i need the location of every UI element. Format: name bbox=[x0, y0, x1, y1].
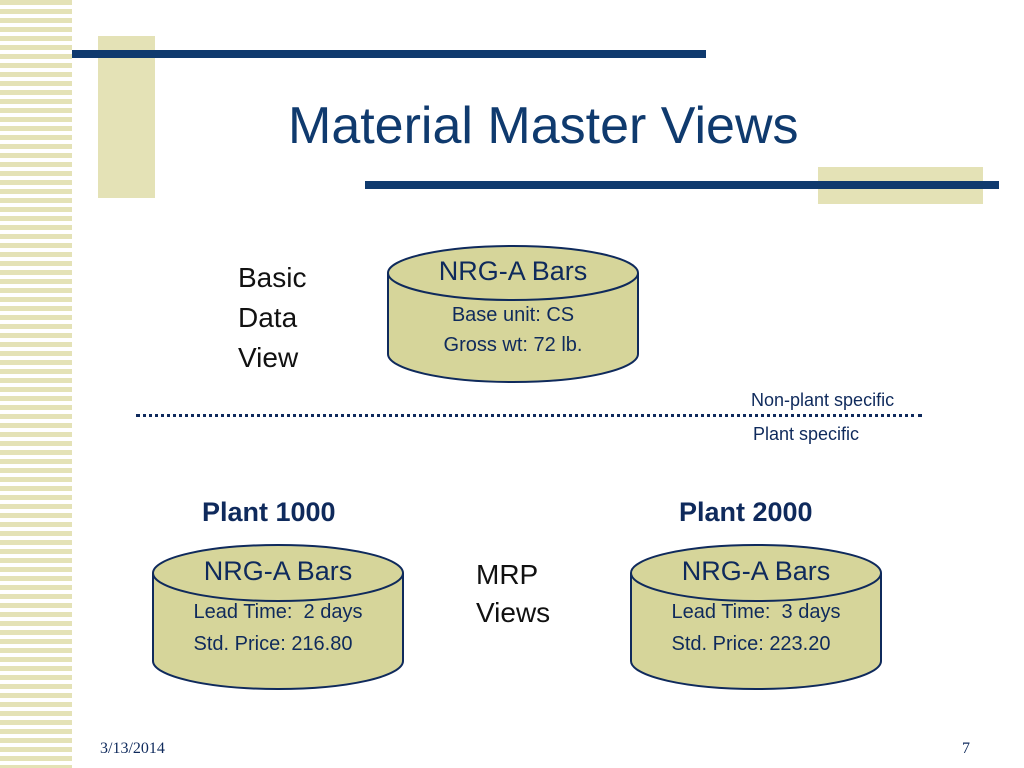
plant-2000-cylinder bbox=[630, 544, 882, 690]
mrp-label-line2: Views bbox=[476, 597, 551, 628]
plant-1000-cylinder-line1: Lead Time: 2 days bbox=[193, 601, 363, 623]
mrp-label-line1: MRP bbox=[476, 559, 539, 590]
plant-divider-line bbox=[136, 414, 922, 417]
mrp-views-label: MRP Views bbox=[476, 556, 550, 632]
title-accent-box-left bbox=[98, 36, 155, 198]
plant-2000-cylinder-title: NRG-A Bars bbox=[681, 556, 831, 586]
basic-label-line2: Data bbox=[238, 302, 298, 333]
basic-data-view-label: Basic Data View bbox=[238, 258, 306, 378]
slide-number: 7 bbox=[962, 740, 970, 757]
plant-1000-cylinder bbox=[152, 544, 404, 690]
basic-label-line1: Basic bbox=[238, 262, 307, 293]
basic-cylinder-line2: Gross wt: 72 lb. bbox=[443, 334, 583, 356]
title-rule-bottom bbox=[365, 181, 999, 189]
plant-1000-cylinder-line2: Std. Price: 216.80 bbox=[193, 633, 353, 655]
non-plant-specific-note: Non-plant specific bbox=[751, 390, 895, 410]
footer-date: 3/13/2014 bbox=[100, 740, 165, 757]
plant-2000-title: Plant 2000 bbox=[679, 497, 813, 527]
basic-label-line3: View bbox=[238, 342, 299, 373]
plant-2000-cylinder-line2: Std. Price: 223.20 bbox=[671, 633, 831, 655]
plant-specific-note: Plant specific bbox=[753, 424, 860, 444]
slide-title: Material Master Views bbox=[288, 97, 799, 155]
plant-2000-cylinder-line1: Lead Time: 3 days bbox=[671, 601, 841, 623]
side-stripes bbox=[0, 0, 72, 768]
basic-cylinder-line1: Base unit: CS bbox=[451, 304, 575, 326]
plant-1000-title: Plant 1000 bbox=[202, 497, 336, 527]
basic-cylinder-title: NRG-A Bars bbox=[438, 256, 588, 286]
basic-data-cylinder bbox=[387, 245, 639, 383]
plant-1000-cylinder-title: NRG-A Bars bbox=[203, 556, 353, 586]
title-rule-top bbox=[72, 50, 706, 58]
